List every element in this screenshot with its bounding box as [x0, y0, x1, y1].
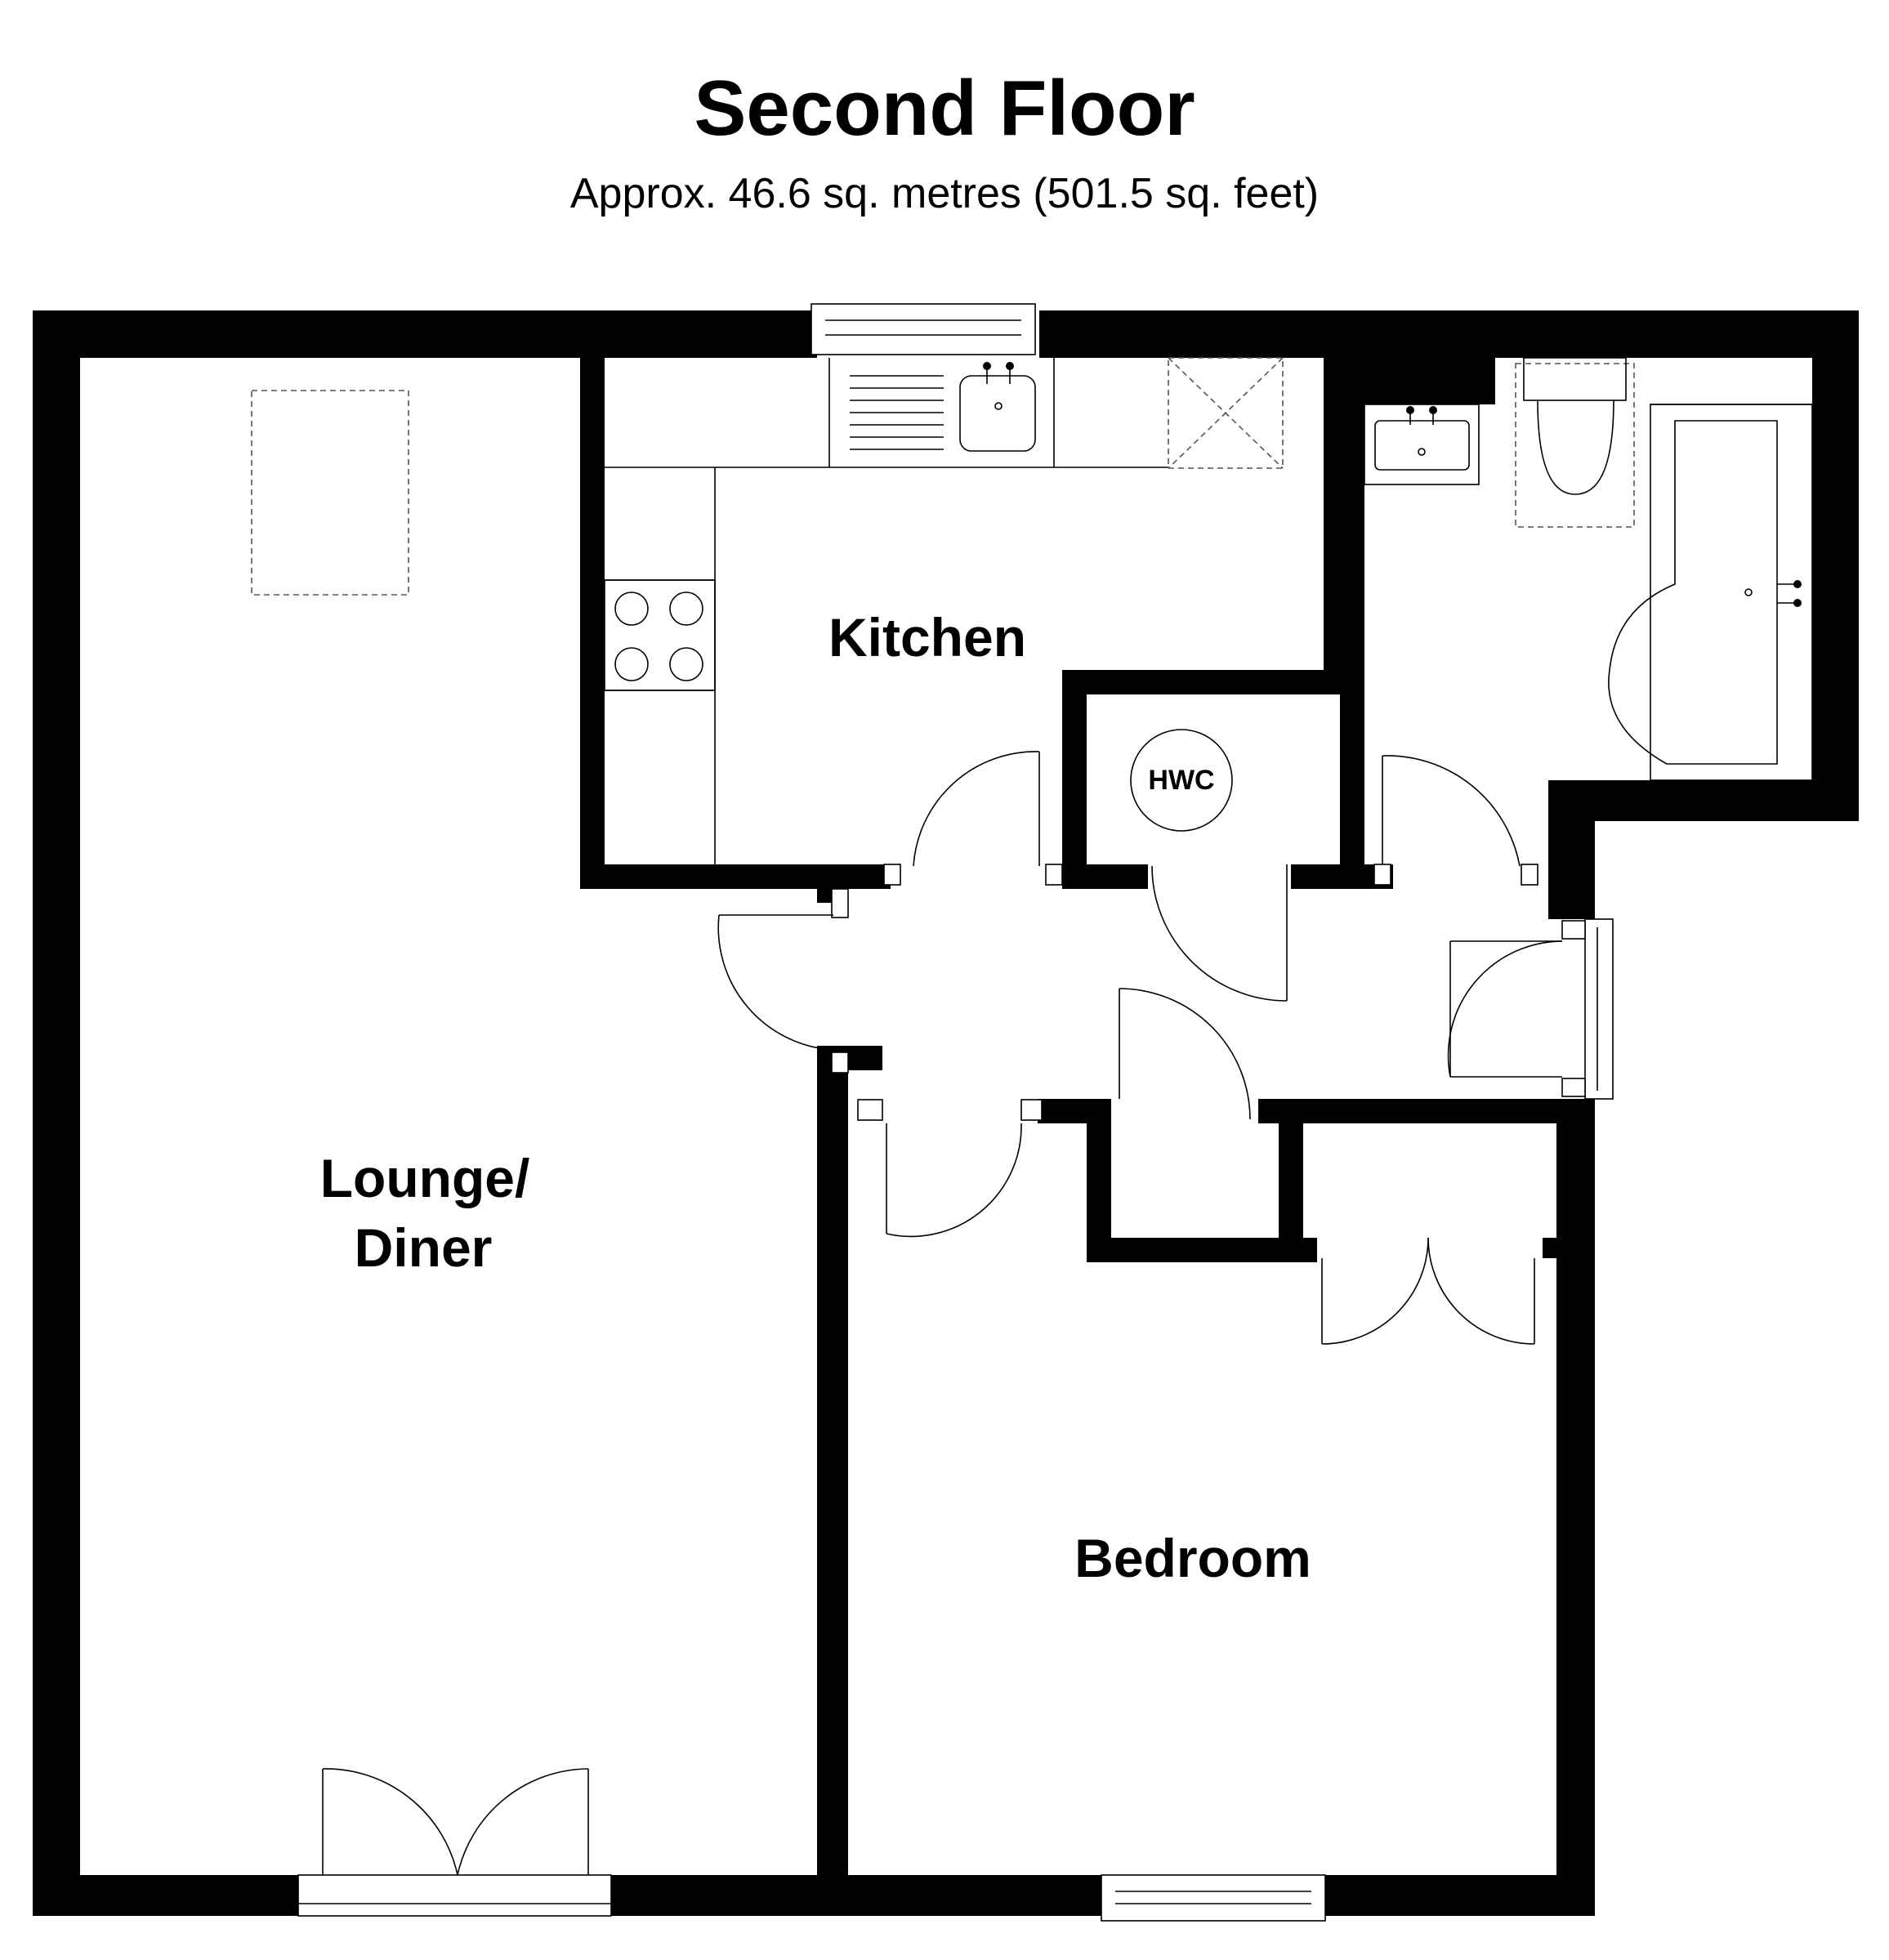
wardrobe-doors [1321, 1237, 1556, 1345]
floor-area: Approx. 46.6 sq. metres (501.5 sq. feet) [569, 170, 1320, 217]
sink-drainer [850, 375, 944, 450]
bedroom-label: Bedroom [1074, 1528, 1311, 1588]
hwc-door [1151, 864, 1288, 1002]
lounge-door [717, 914, 834, 1051]
internal-walls [580, 358, 1595, 1916]
hwc-label: HWC [1148, 765, 1214, 796]
lounge-label-line1: Lounge/ [320, 1148, 530, 1208]
french-doors [297, 1768, 612, 1917]
kitchen-label: Kitchen [828, 607, 1026, 667]
skylight [251, 390, 409, 596]
cupboard-door [1119, 988, 1251, 1120]
entrance-door [1447, 940, 1563, 1078]
appliance-space-icon [1168, 357, 1284, 469]
basin-icon [1364, 404, 1480, 485]
kitchen-sink-icon [959, 362, 1036, 452]
window-right [1584, 918, 1614, 1100]
bathroom-door [1382, 755, 1521, 867]
hot-water-cylinder-icon [1130, 729, 1233, 832]
bedroom-door [886, 1123, 1022, 1238]
door-jambs [831, 864, 1586, 1121]
window-top [811, 303, 1036, 355]
kitchen-door [913, 751, 1040, 867]
window-bottom [1101, 1874, 1326, 1922]
bath-icon [1608, 404, 1813, 781]
lounge-label-line2: Diner [355, 1217, 493, 1278]
floor-title: Second Floor [694, 65, 1195, 152]
toilet-icon [1515, 357, 1635, 528]
outer-walls [33, 310, 1859, 1916]
hob-icon [604, 579, 716, 691]
